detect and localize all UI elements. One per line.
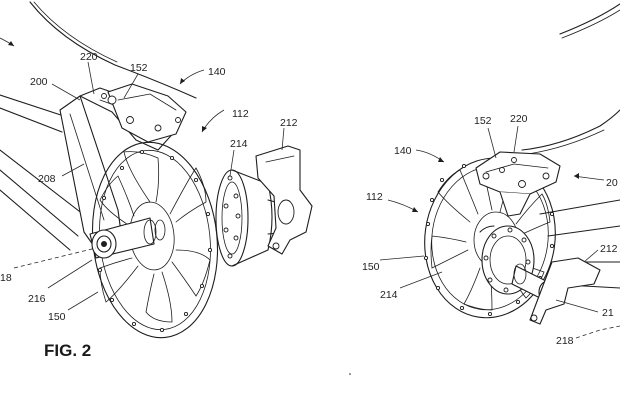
ref-212-left: 212 [280, 117, 298, 129]
ref-208-left: 208 [38, 173, 56, 185]
ref-20-right: 20 [606, 177, 618, 189]
stray-dot [349, 373, 351, 375]
left-chain-stay [0, 149, 89, 237]
left-axle [89, 217, 166, 259]
ref-216-left: 216 [28, 293, 46, 305]
ref-212-right: 212 [600, 243, 618, 255]
ref-214-right: 214 [380, 289, 398, 301]
ref-18-left: 18 [0, 272, 12, 284]
left-view: 220 152 200 140 112 212 214 208 18 216 1… [0, 1, 313, 360]
right-brake-hose [521, 109, 620, 151]
ref-112-right: 112 [366, 191, 383, 203]
ref-214-left: 214 [230, 138, 248, 150]
ref-150-right: 150 [362, 261, 380, 273]
left-brake-hose [29, 1, 197, 99]
right-caliper [475, 151, 561, 217]
ref-220-right: 220 [510, 113, 528, 125]
ref-140-right: 140 [394, 145, 412, 157]
ref-150-left: 150 [48, 311, 66, 323]
right-view: 152 220 140 20 112 150 214 212 21 218 [349, 3, 620, 375]
ref-200-left: 200 [30, 76, 48, 88]
right-end-piece [529, 257, 601, 325]
ref-112-left: 112 [232, 108, 249, 120]
ref-140-left: 140 [208, 66, 226, 78]
figure-label: FIG. 2 [44, 341, 91, 360]
ref-152-right: 152 [474, 115, 492, 127]
ref-152-left: 152 [130, 62, 148, 74]
ref-220-left: 220 [80, 51, 98, 63]
ref-21-right: 21 [602, 307, 614, 319]
left-caliper [101, 83, 187, 143]
ref-218-right: 218 [556, 335, 574, 347]
right-seat-stay [539, 199, 620, 237]
left-seat-stay [0, 94, 71, 133]
